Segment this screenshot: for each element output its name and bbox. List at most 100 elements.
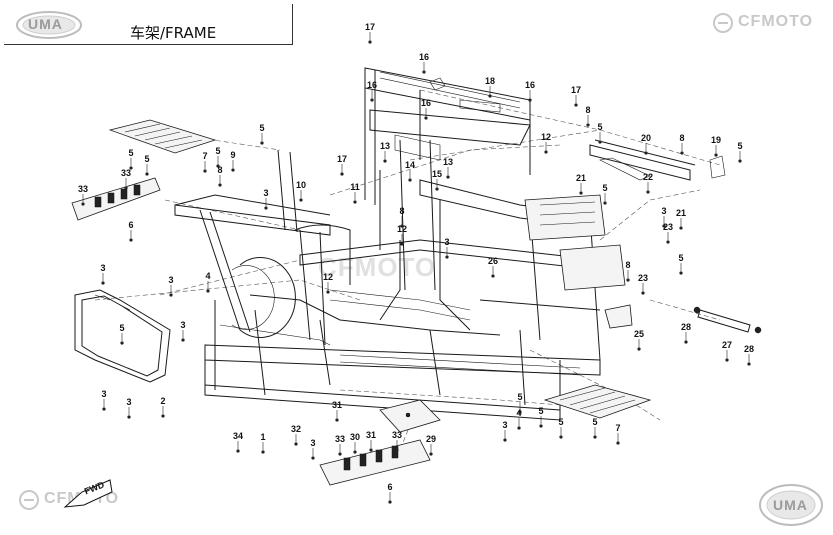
uma-logo-top-left bbox=[16, 11, 82, 39]
callout-dot-c4b bbox=[517, 426, 521, 430]
callout-dot-c33c bbox=[338, 452, 342, 456]
callout-dot-c29 bbox=[429, 452, 433, 456]
callout-dot-c5k bbox=[539, 424, 543, 428]
callout-c17b: 17 bbox=[571, 85, 581, 95]
callout-dot-c27 bbox=[725, 358, 729, 362]
callout-c10: 10 bbox=[296, 180, 306, 190]
callout-dot-c31b bbox=[369, 448, 373, 452]
callout-dot-c19 bbox=[714, 153, 718, 157]
callout-c21b: 21 bbox=[676, 208, 686, 218]
callout-c5f: 5 bbox=[144, 154, 149, 164]
callout-c5g: 5 bbox=[602, 183, 607, 193]
callout-dot-c3d bbox=[101, 281, 105, 285]
page-title: 车架/FRAME bbox=[130, 24, 217, 42]
cfmoto-logo-icon-bottom-left bbox=[19, 490, 39, 510]
callout-c16b: 16 bbox=[367, 80, 377, 90]
cfmoto-logo-top-right: CFMOTO bbox=[738, 13, 814, 30]
callout-c3f: 3 bbox=[101, 389, 106, 399]
callout-c5a: 5 bbox=[597, 122, 602, 132]
callout-c13b: 13 bbox=[443, 157, 453, 167]
callout-c25: 25 bbox=[634, 329, 644, 339]
callout-dot-c32 bbox=[294, 442, 298, 446]
callout-dot-c5j bbox=[518, 410, 522, 414]
callout-c16d: 16 bbox=[525, 80, 535, 90]
callout-dot-c17c bbox=[340, 172, 344, 176]
callout-c8b: 8 bbox=[679, 133, 684, 143]
callout-dot-c30 bbox=[353, 450, 357, 454]
callout-c26: 26 bbox=[488, 256, 498, 266]
callout-dot-c8a bbox=[586, 123, 590, 127]
mid-bracket-plate bbox=[379, 399, 441, 433]
callout-c20: 20 bbox=[641, 133, 651, 143]
callout-c33a: 33 bbox=[121, 168, 131, 178]
callout-c5l: 5 bbox=[558, 417, 563, 427]
callout-dot-c22 bbox=[646, 190, 650, 194]
callout-dot-c16a bbox=[422, 70, 426, 74]
callout-dot-c33a bbox=[124, 186, 128, 190]
callout-dot-c5l bbox=[559, 435, 563, 439]
callout-c11: 11 bbox=[350, 182, 360, 192]
callout-dot-c1 bbox=[261, 450, 265, 454]
callout-c8e: 8 bbox=[625, 260, 630, 270]
callout-dot-c8c bbox=[218, 183, 222, 187]
fwd-arrow bbox=[63, 479, 113, 508]
callout-c4b: 4 bbox=[516, 408, 521, 418]
uma-logo-bottom-right-text: UMA bbox=[773, 497, 808, 513]
callout-dot-c20 bbox=[644, 151, 648, 155]
center-uprights bbox=[277, 134, 441, 291]
callout-dot-c34 bbox=[236, 449, 240, 453]
callout-dot-c21a bbox=[579, 191, 583, 195]
callout-dot-c5b bbox=[738, 159, 742, 163]
callout-c5i: 5 bbox=[119, 323, 124, 333]
callout-c12a: 12 bbox=[541, 132, 551, 142]
callout-dot-c7b bbox=[616, 441, 620, 445]
callout-c3i: 3 bbox=[502, 420, 507, 430]
callout-dot-c8b bbox=[680, 151, 684, 155]
callout-c5j: 5 bbox=[517, 392, 522, 402]
callout-c6b: 6 bbox=[387, 482, 392, 492]
callout-c3c: 3 bbox=[444, 237, 449, 247]
callout-dot-c3e bbox=[169, 293, 173, 297]
callout-c3d: 3 bbox=[100, 263, 105, 273]
callout-dot-c14 bbox=[408, 178, 412, 182]
callout-c15: 15 bbox=[432, 169, 442, 179]
callout-dot-c12b bbox=[400, 242, 404, 246]
rear-pin bbox=[693, 306, 762, 334]
callout-c8c: 8 bbox=[217, 165, 222, 175]
callout-c32: 32 bbox=[291, 424, 301, 434]
uma-logo-top-left-text: UMA bbox=[28, 16, 63, 32]
callout-dot-c28b bbox=[747, 362, 751, 366]
callout-c16a: 16 bbox=[419, 52, 429, 62]
cfmoto-watermark: CFMOTO bbox=[318, 252, 437, 282]
callout-c7b: 7 bbox=[615, 423, 620, 433]
callout-c1: 1 bbox=[260, 432, 265, 442]
callout-c8a: 8 bbox=[585, 105, 590, 115]
callout-dot-c5e bbox=[129, 166, 133, 170]
callout-c31a: 31 bbox=[332, 400, 342, 410]
callout-dot-c6b bbox=[388, 500, 392, 504]
callout-c9: 9 bbox=[230, 150, 235, 160]
callout-dot-c11 bbox=[353, 200, 357, 204]
callout-dot-c3b bbox=[662, 224, 666, 228]
callout-dot-c26 bbox=[491, 274, 495, 278]
callout-dot-c23a bbox=[666, 240, 670, 244]
callout-dot-c3h bbox=[181, 338, 185, 342]
callout-dot-c5m bbox=[593, 435, 597, 439]
callout-dot-c31a bbox=[335, 418, 339, 422]
callout-dot-c10 bbox=[299, 198, 303, 202]
callout-dot-c25 bbox=[637, 347, 641, 351]
callout-dot-c28a bbox=[684, 340, 688, 344]
rear-footrest-grate bbox=[543, 384, 652, 419]
callout-dot-c13a bbox=[383, 159, 387, 163]
callout-c33b: 33 bbox=[78, 184, 88, 194]
callout-dot-c3i bbox=[503, 438, 507, 442]
callout-dot-c2 bbox=[161, 414, 165, 418]
callout-dot-c18 bbox=[488, 94, 492, 98]
callout-dot-c3f bbox=[102, 407, 106, 411]
callout-dot-c9 bbox=[231, 168, 235, 172]
callout-dot-c5g bbox=[603, 201, 607, 205]
callout-c5e: 5 bbox=[128, 148, 133, 158]
callout-c14: 14 bbox=[405, 160, 415, 170]
